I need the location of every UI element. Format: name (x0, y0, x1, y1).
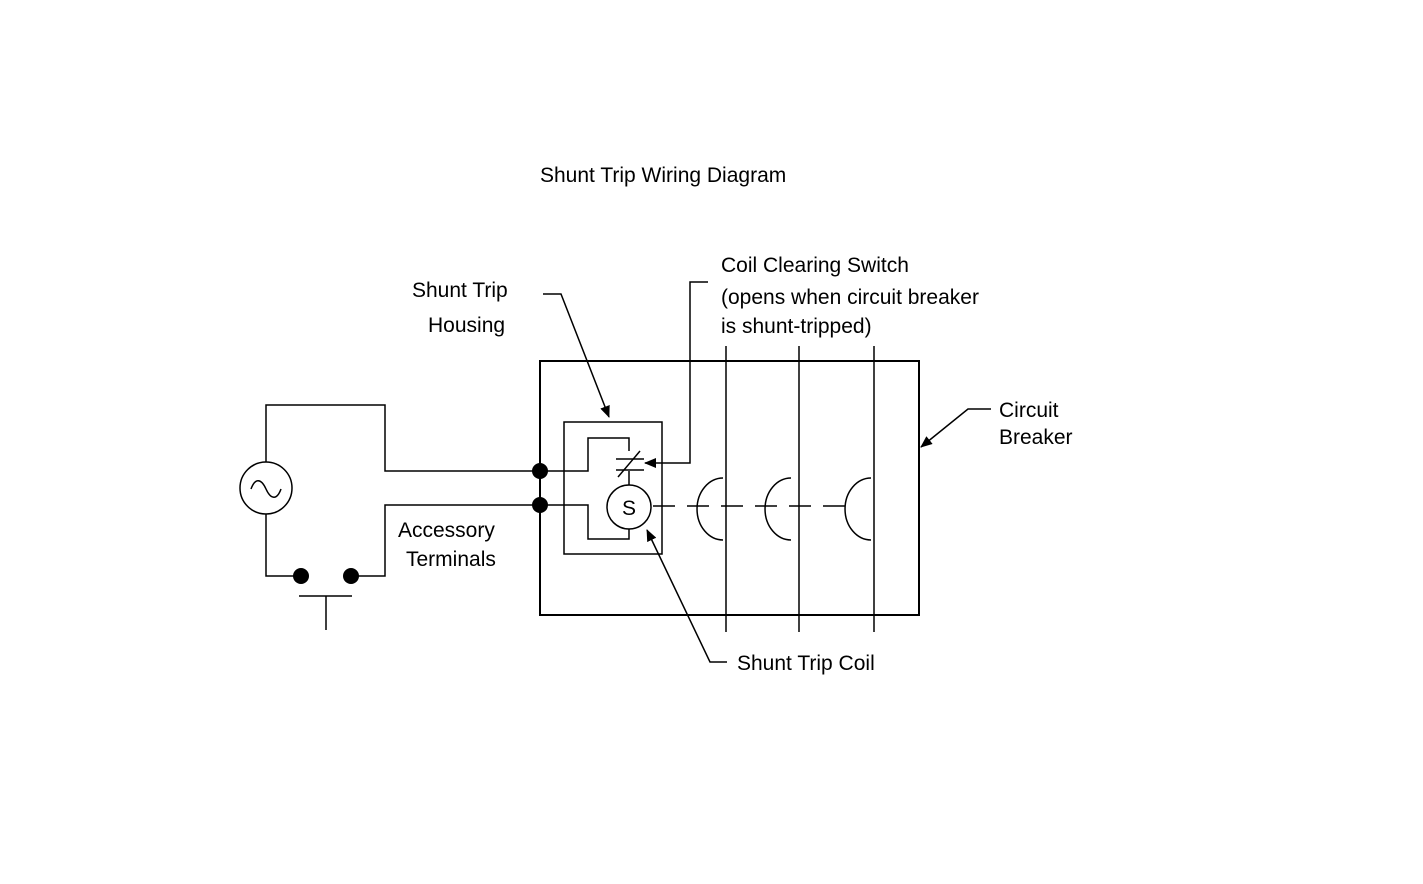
coil-clearing-switch-label-line2: (opens when circuit breaker (721, 286, 979, 309)
switch-leader (644, 281, 708, 468)
diagram-title: Shunt Trip Wiring Diagram (540, 164, 786, 187)
contact-arc-1 (696, 477, 724, 541)
shunt-trip-housing-box (563, 421, 663, 555)
housing-leader (543, 293, 610, 418)
circuit-breaker-label-line1: Circuit (999, 399, 1059, 422)
shunt-trip-housing-label-line2: Housing (428, 314, 505, 337)
accessory-terminals-label-line2: Terminals (406, 548, 496, 571)
coil-clearing-switch-symbol (616, 450, 644, 478)
source-wiring (265, 404, 540, 577)
accessory-terminals-label-line1: Accessory (398, 519, 495, 542)
circuit-breaker-body (539, 360, 920, 616)
breaker-contacts (696, 477, 872, 541)
shunt-trip-housing-label-line1: Shunt Trip (412, 279, 508, 302)
coil-clearing-switch-label-line1: Coil Clearing Switch (721, 254, 909, 277)
breaker-leader (920, 408, 991, 448)
ac-source-icon (239, 461, 293, 515)
contact-arc-3 (844, 477, 872, 541)
coil-leader (646, 529, 727, 663)
push-button-icon (293, 568, 359, 630)
breaker-poles (725, 346, 875, 632)
coil-symbol-label: S (622, 497, 636, 520)
coil-clearing-switch-label-line3: is shunt-tripped) (721, 315, 872, 338)
shunt-trip-coil-label: Shunt Trip Coil (737, 652, 875, 675)
circuit-breaker-label-line2: Breaker (999, 426, 1073, 449)
contact-arc-2 (764, 477, 792, 541)
shunt-trip-coil-symbol: S (606, 484, 652, 530)
internal-wiring (540, 437, 630, 540)
